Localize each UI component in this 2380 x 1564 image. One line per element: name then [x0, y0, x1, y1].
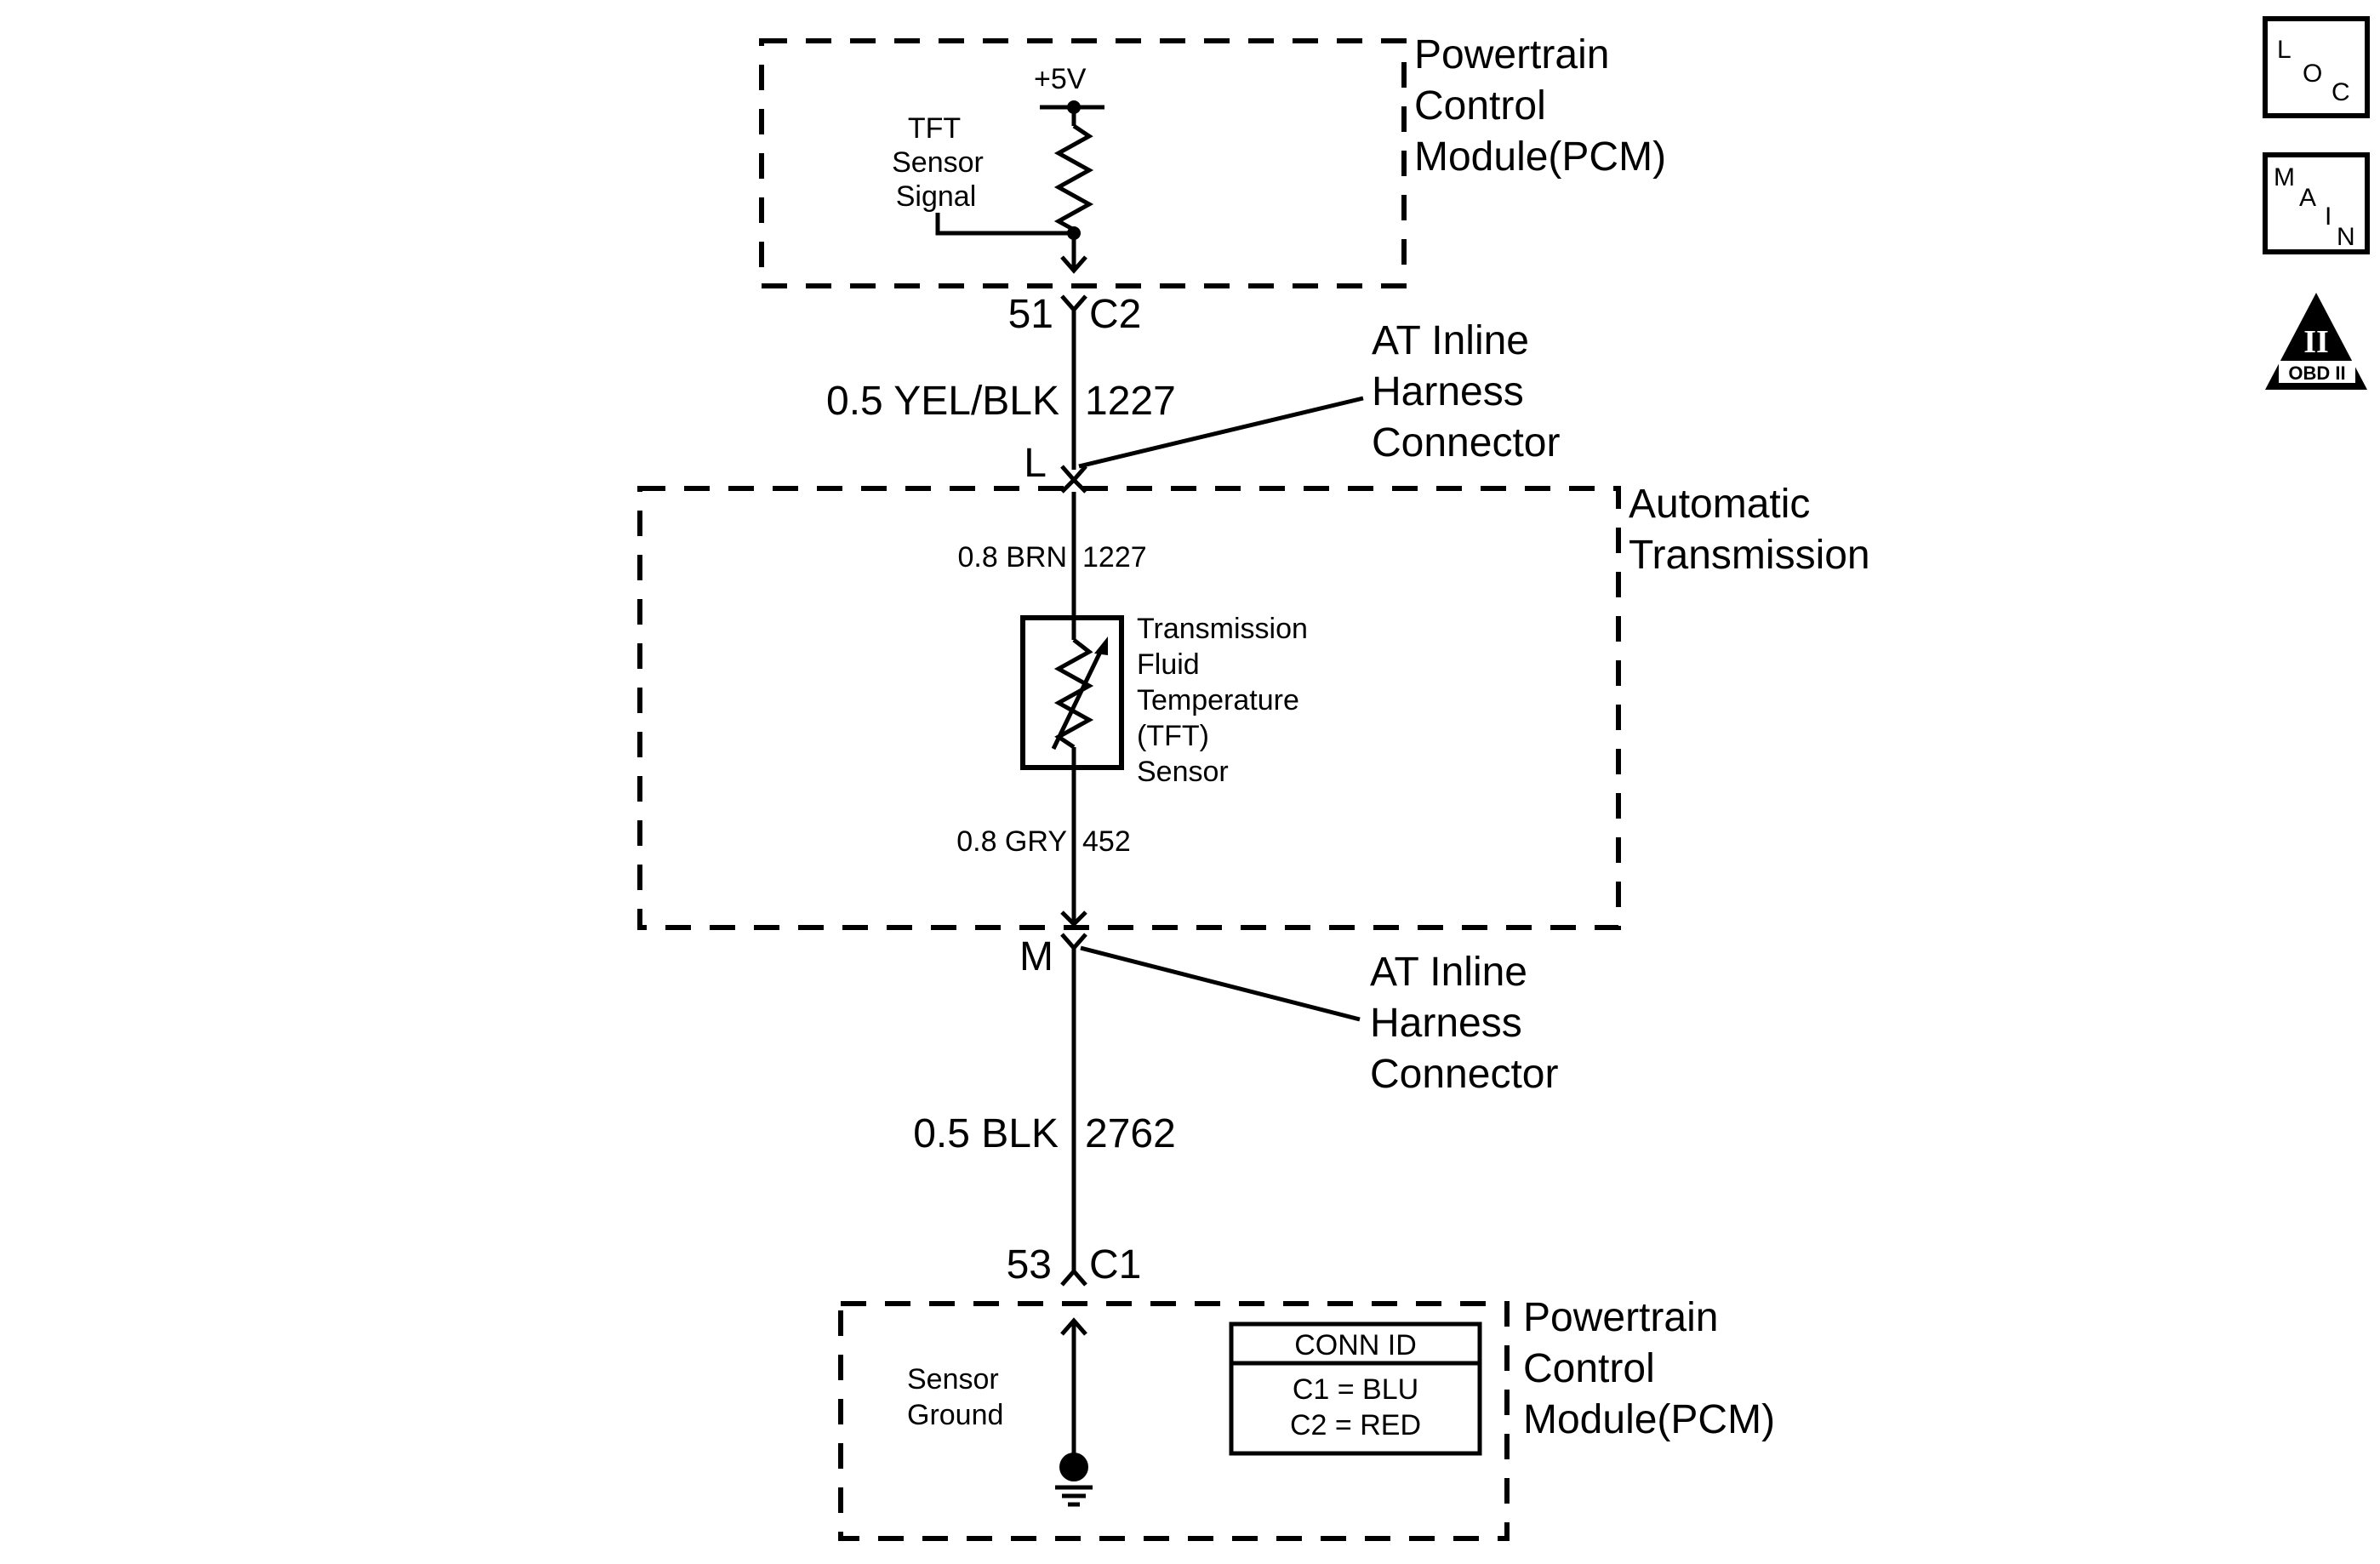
pcm-top-box [759, 38, 1407, 288]
arrow-down-icon-m [1060, 910, 1087, 928]
connector-c2-pin: 51 [1008, 292, 1053, 337]
connector-c2-group: 51 C2 [1008, 292, 1142, 337]
wire-out-label: 0.8 GRY [956, 825, 1067, 858]
supply-voltage-label: +5V [1034, 63, 1087, 95]
signal-tap-line [935, 213, 1074, 236]
inline-connector-bottom-leader [1080, 945, 1361, 1022]
wire-in-label: 0.8 BRN [958, 541, 1068, 574]
main-letter-n: N [2337, 223, 2355, 251]
tft-sensor-label-line3: Temperature [1137, 684, 1299, 716]
thermistor-variable-arrow [1051, 645, 1105, 751]
tft-sensor-label-line4: (TFT) [1137, 720, 1209, 752]
obd-label: OBD II [2288, 362, 2345, 384]
conn-id-table: CONN ID C1 = BLU C2 = RED [1229, 1321, 1482, 1456]
tft-signal-label-line1: TFT [908, 112, 961, 145]
inline-connector-m-icon [1060, 933, 1087, 951]
loc-letter-o: O [2303, 60, 2322, 88]
sensor-ground-label-line1: Sensor [907, 1363, 999, 1396]
tft-sensor-label-line2: Fluid [1137, 648, 1200, 681]
conn-id-table-frame [1229, 1321, 1482, 1456]
thermistor-icon [1053, 638, 1094, 750]
connector-c2-icon [1060, 294, 1087, 313]
connector-c1-icon [1060, 1268, 1087, 1287]
inline-connector-bottom-label-line2: Harness [1370, 1001, 1522, 1046]
obd-badge[interactable]: II OBD II [2265, 293, 2367, 390]
thermistor-arrowhead-icon [1094, 636, 1108, 655]
loc-letter-c: C [2331, 78, 2350, 106]
pcm-top-title-line1: Powertrain [1414, 32, 1609, 77]
pcm-bottom-title-line3: Module(PCM) [1523, 1397, 1775, 1442]
connector-c1-group: 53 C1 [1007, 1242, 1142, 1287]
pcm-top-title-line2: Control [1414, 83, 1546, 128]
connector-c2-id: C2 [1089, 292, 1141, 337]
conn-id-row-c2: C2 = RED [1290, 1409, 1421, 1441]
connector-c1-id: C1 [1089, 1242, 1141, 1287]
inline-connector-top-label-line1: AT Inline [1372, 318, 1529, 363]
inline-connector-bottom-label-line3: Connector [1370, 1052, 1558, 1097]
loc-badge-frame[interactable] [2263, 16, 2370, 118]
conn-id-header: CONN ID [1294, 1329, 1417, 1361]
tft-sensor-label-line5: Sensor [1137, 756, 1229, 788]
transmission-title-line2: Transmission [1629, 533, 1870, 578]
connector-c1-pin: 53 [1007, 1242, 1052, 1287]
transmission-title-line1: Automatic [1629, 482, 1810, 527]
wire-upper-circuit: 1227 [1085, 379, 1176, 424]
pcm-bottom-box [838, 1301, 1510, 1541]
sensor-ground-label-line2: Ground [907, 1399, 1003, 1431]
wire-upper-label: 0.5 YEL/BLK [826, 379, 1059, 424]
tft-signal-label-line3: Signal [896, 180, 977, 213]
conn-id-row-c1: C1 = BLU [1293, 1373, 1418, 1406]
tft-signal-label-line2: Sensor [892, 146, 984, 179]
tft-sensor-label-line1: Transmission [1137, 613, 1308, 645]
inline-connector-l-icon-lower [1060, 477, 1087, 494]
pcm-bottom-title-line2: Control [1523, 1346, 1655, 1391]
pcm-bottom-group: Powertrain Control Module(PCM) Sensor Gr… [838, 1295, 1775, 1541]
main-badge-frame[interactable] [2263, 152, 2370, 254]
inline-connector-top-label-line2: Harness [1372, 369, 1524, 414]
wire-lower-label: 0.5 BLK [913, 1111, 1059, 1156]
ground-node [1059, 1453, 1088, 1481]
pcm-top-title-line3: Module(PCM) [1414, 134, 1666, 180]
transmission-group: Automatic Transmission 0.8 BRN 1227 Tran… [637, 482, 1870, 930]
main-badge[interactable]: M A I N [2263, 152, 2370, 254]
wire-lower-labels: 0.5 BLK 2762 [913, 1111, 1176, 1156]
pcm-top-group: Powertrain Control Module(PCM) +5V TFT S… [759, 32, 1666, 288]
transmission-box [637, 486, 1621, 930]
wire-in-circuit: 1227 [1082, 541, 1147, 574]
loc-letter-l: L [2277, 36, 2292, 64]
main-letter-a: A [2299, 184, 2316, 212]
inline-connector-bottom-group: M AT Inline Harness Connector [1019, 933, 1558, 1097]
arrow-down-icon [1060, 255, 1087, 274]
wire-upper-labels: 0.5 YEL/BLK 1227 [826, 379, 1176, 424]
obd-symbol: II [2303, 324, 2329, 360]
inline-connector-bottom-label-line1: AT Inline [1370, 950, 1527, 995]
inline-connector-l-pin: L [1024, 441, 1047, 486]
pcm-bottom-title-line1: Powertrain [1523, 1295, 1718, 1340]
wire-out-circuit: 452 [1082, 825, 1131, 858]
main-letter-i: I [2325, 203, 2331, 231]
inline-connector-top-label-line3: Connector [1372, 420, 1560, 465]
wire-lower-circuit: 2762 [1085, 1111, 1176, 1156]
obd-label-bg [2279, 361, 2355, 383]
inline-connector-m-pin: M [1019, 934, 1053, 979]
inline-connector-top-leader [1078, 396, 1364, 469]
loc-badge[interactable]: L O C [2263, 16, 2370, 118]
main-letter-m: M [2274, 163, 2295, 191]
pullup-resistor-icon [1053, 123, 1094, 232]
inline-connector-top-group: L AT Inline Harness Connector [1024, 318, 1560, 494]
